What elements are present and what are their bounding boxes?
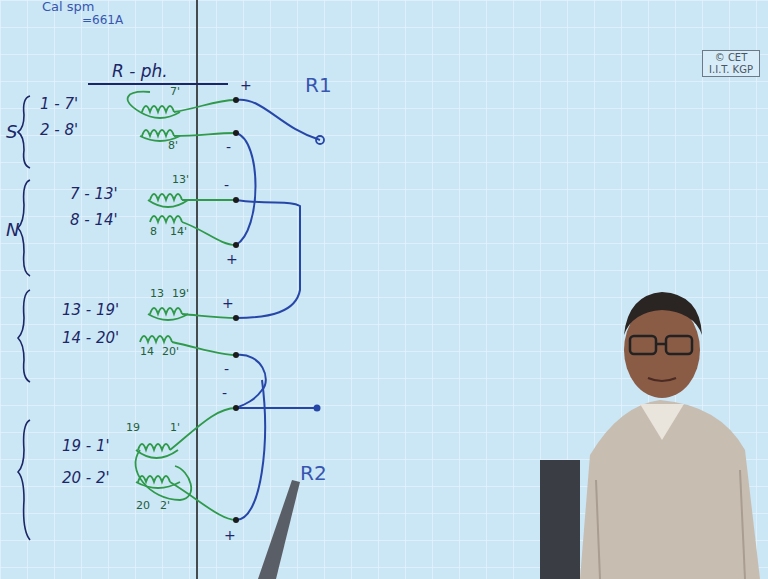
coil-end-number: 13' — [172, 174, 189, 186]
connecting-wires — [236, 100, 320, 520]
coil-end-number: 20 — [136, 500, 150, 512]
pole-letter: N — [6, 220, 19, 240]
coil-leads — [128, 92, 236, 520]
polarity-sign: - — [226, 140, 231, 155]
coil-end-number: 8' — [168, 140, 178, 152]
watermark-text: © CET I.I.T. KGP — [706, 52, 756, 75]
polarity-sign: + — [222, 296, 234, 311]
coil-end-number: 8 — [150, 226, 157, 238]
coil-end-number: 20' — [162, 346, 179, 358]
polarity-sign: + — [240, 78, 252, 93]
terminal-name: R1 — [305, 74, 332, 96]
note-text: =661A — [82, 14, 123, 27]
polarity-sign: - — [222, 386, 227, 401]
coil-label: 8 - 14' — [70, 212, 118, 229]
group-braces — [18, 96, 30, 540]
coil-end-number: 14 — [140, 346, 154, 358]
terminal-dots — [233, 97, 239, 523]
margin-line — [196, 0, 198, 579]
polarity-sign: + — [226, 252, 238, 267]
polarity-sign: + — [224, 528, 236, 543]
pole-letter: S — [6, 122, 17, 142]
coil-label: 1 - 7' — [40, 96, 78, 113]
coil-end-number: 2' — [160, 500, 170, 512]
coil-label: 14 - 20' — [62, 330, 119, 347]
coil-end-number: 13 — [150, 288, 164, 300]
coil-end-number: 7' — [170, 86, 180, 98]
coil-end-number: 19' — [172, 288, 189, 300]
watermark-box: © CET I.I.T. KGP — [702, 50, 760, 77]
terminal-name: R2 — [300, 462, 327, 484]
terminal-r1 — [316, 136, 324, 144]
coil-label: 2 - 8' — [40, 122, 78, 139]
phase-heading: R - ph. — [112, 62, 168, 81]
polarity-sign: - — [224, 178, 229, 193]
coil-label: 19 - 1' — [62, 438, 110, 455]
pointer-pen — [258, 480, 300, 579]
lecturer-figure — [540, 292, 760, 579]
coil-label: 13 - 19' — [62, 302, 119, 319]
heading-underline — [88, 83, 228, 85]
coil-label: 20 - 2' — [62, 470, 110, 487]
polarity-sign: - — [224, 362, 229, 377]
note-text: Cal spm — [42, 0, 94, 14]
coil-end-number: 1' — [170, 422, 180, 434]
terminal-r2 — [314, 405, 321, 412]
coil-label: 7 - 13' — [70, 186, 118, 203]
coil-end-number: 19 — [126, 422, 140, 434]
coil-end-number: 14' — [170, 226, 187, 238]
